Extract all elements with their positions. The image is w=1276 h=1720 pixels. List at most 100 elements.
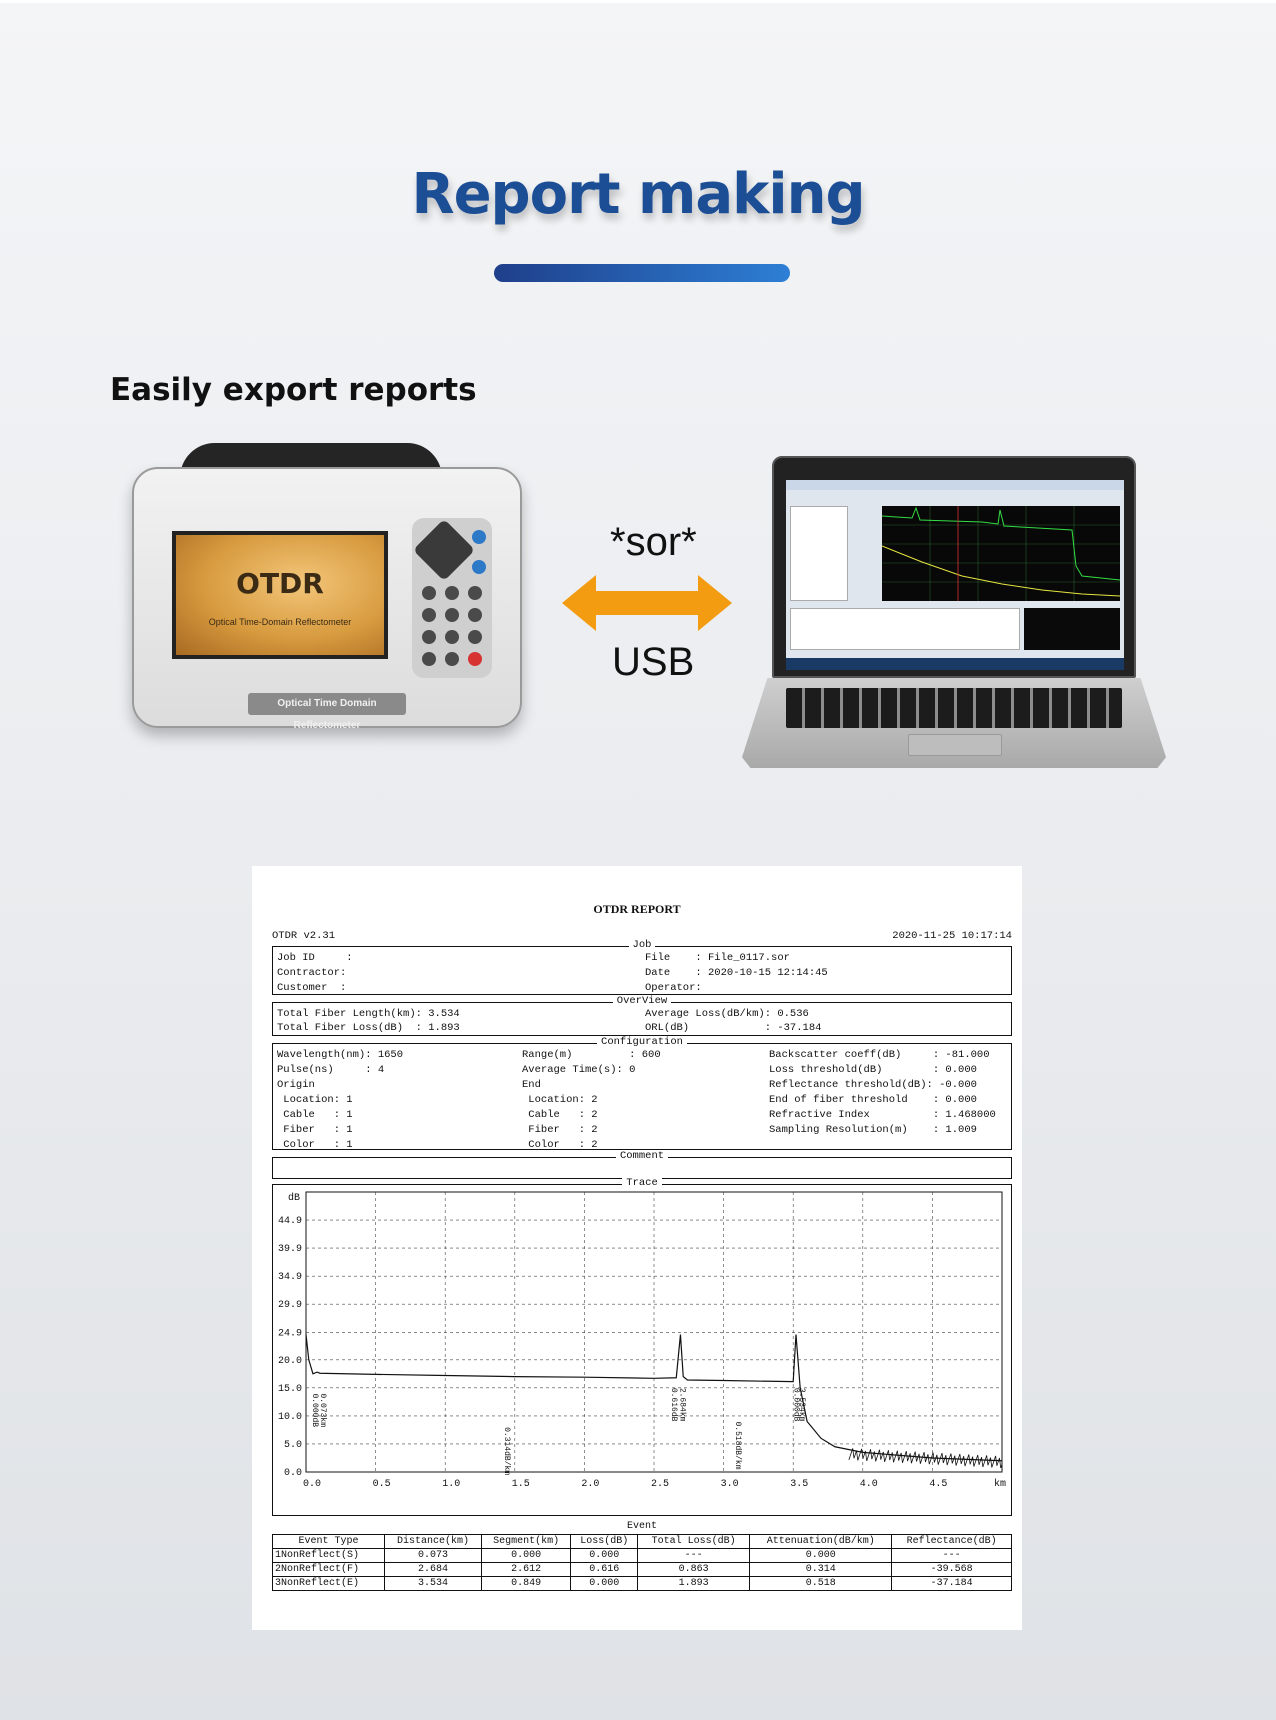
window-bar bbox=[786, 480, 1124, 490]
y-axis-unit: dB bbox=[288, 1192, 300, 1204]
config-line: Color : 2 bbox=[522, 1139, 598, 1151]
table-row: 3NonReflect(E) 3.534 0.849 0.000 1.893 0… bbox=[271, 1576, 1012, 1591]
job-section: Job Job ID : Contractor: Customer : File… bbox=[272, 939, 1012, 995]
configuration-section: Configuration Wavelength(nm): 1650 Pulse… bbox=[272, 1036, 1012, 1151]
config-line: Location: 1 bbox=[277, 1094, 353, 1106]
top-strip bbox=[0, 0, 1276, 3]
table-cell: 0.000 bbox=[570, 1548, 639, 1563]
total-fiber-length: Total Fiber Length(km): 3.534 bbox=[277, 1008, 460, 1020]
column-header: Segment(km) bbox=[480, 1534, 572, 1549]
job-id: Job ID : bbox=[277, 952, 353, 964]
key-icon bbox=[422, 630, 436, 644]
dpad-icon bbox=[412, 518, 476, 582]
table-cell: 0.518 bbox=[749, 1576, 893, 1591]
trace-section-title: Trace bbox=[622, 1177, 662, 1189]
event-table: Event Type Distance(km) Segment(km) Loss… bbox=[271, 1534, 1012, 1591]
table-row: 1NonReflect(S) 0.073 0.000 0.000 --- 0.0… bbox=[271, 1548, 1012, 1563]
device-screen: OTDR Optical Time-Domain Reflectometer bbox=[172, 531, 388, 659]
config-line: Origin bbox=[277, 1079, 315, 1091]
x-tick-label: 1.0 bbox=[442, 1479, 460, 1490]
section-subtitle: Easily export reports bbox=[110, 372, 477, 408]
x-tick-label: 2.0 bbox=[581, 1479, 599, 1490]
job-operator: Operator: bbox=[645, 982, 702, 994]
config-line: Cable : 1 bbox=[277, 1109, 353, 1121]
key-icon bbox=[445, 630, 459, 644]
file-format-label: *sor* bbox=[610, 520, 697, 564]
software-mini-plot bbox=[1024, 608, 1120, 650]
trace-annotation: 0.518dB/km bbox=[733, 1421, 742, 1469]
trace-annotation: 0.000dB bbox=[791, 1388, 800, 1422]
x-tick-label: 4.0 bbox=[860, 1479, 878, 1490]
key-icon bbox=[445, 586, 459, 600]
y-tick-label: 44.9 bbox=[278, 1216, 302, 1227]
job-customer: Customer : bbox=[277, 982, 347, 994]
key-icon bbox=[445, 652, 459, 666]
y-tick-label: 24.9 bbox=[278, 1328, 302, 1339]
config-line: Color : 1 bbox=[277, 1139, 353, 1151]
laptop-keyboard bbox=[786, 688, 1122, 728]
table-cell: 0.073 bbox=[384, 1548, 482, 1563]
page-title: Report making bbox=[411, 162, 865, 227]
interface-label: USB bbox=[612, 640, 695, 684]
x-tick-label: 2.5 bbox=[651, 1479, 669, 1490]
y-tick-label: 0.0 bbox=[284, 1468, 302, 1479]
config-line: End bbox=[522, 1079, 541, 1091]
laptop-lid bbox=[772, 456, 1136, 678]
config-line: Range(m) : 600 bbox=[522, 1049, 661, 1061]
overview-section-title: OverView bbox=[612, 995, 672, 1007]
key-icon bbox=[445, 608, 459, 622]
software-event-table bbox=[790, 608, 1020, 650]
config-line: Wavelength(nm): 1650 bbox=[277, 1049, 404, 1061]
event-section-title: Event bbox=[626, 1521, 657, 1532]
job-section-title: Job bbox=[628, 939, 656, 951]
y-tick-label: 39.9 bbox=[278, 1244, 302, 1255]
software-trace-plot bbox=[881, 506, 1121, 601]
x-tick-label: 0.5 bbox=[373, 1479, 391, 1490]
config-line: Fiber : 2 bbox=[522, 1124, 598, 1136]
table-cell: 1.893 bbox=[637, 1576, 751, 1591]
table-cell: 2.684 bbox=[384, 1562, 482, 1577]
column-header: Distance(km) bbox=[384, 1534, 482, 1549]
table-cell: 1NonReflect(S) bbox=[271, 1548, 386, 1563]
trace-section: Trace bbox=[272, 1177, 1012, 1516]
laptop-touchpad bbox=[908, 734, 1002, 756]
config-line: Sampling Resolution(m) : 1.009 bbox=[769, 1124, 977, 1136]
column-header: Loss(dB) bbox=[570, 1534, 639, 1549]
orl: ORL(dB) : -37.184 bbox=[645, 1022, 822, 1034]
configuration-section-title: Configuration bbox=[597, 1036, 687, 1048]
x-tick-label: km bbox=[994, 1478, 1006, 1490]
table-row: 2NonReflect(F) 2.684 2.612 0.616 0.863 0… bbox=[271, 1562, 1012, 1577]
trace-annotation: 3.534km bbox=[797, 1388, 806, 1422]
job-contractor: Contractor: bbox=[277, 967, 347, 979]
device-screen-title: OTDR bbox=[236, 567, 324, 600]
trace-annotation: 0.314dB/km bbox=[502, 1427, 511, 1475]
table-cell: -37.184 bbox=[891, 1576, 1012, 1591]
x-tick-label: 1.5 bbox=[512, 1479, 530, 1490]
device-screen-subtitle: Optical Time-Domain Reflectometer bbox=[208, 617, 352, 627]
config-line: Reflectance threshold(dB): -0.000 bbox=[769, 1079, 977, 1091]
otdr-device-image: OTDR Optical Time-Domain Reflectometer O… bbox=[132, 443, 522, 731]
config-line: Refractive Index : 1.468000 bbox=[769, 1109, 996, 1121]
config-line: End of fiber threshold : 0.000 bbox=[769, 1094, 977, 1106]
trace-line bbox=[305, 1334, 1003, 1462]
trace-chart: 44.939.934.929.924.920.015.010.05.00.0dB… bbox=[278, 1191, 1006, 1490]
y-tick-label: 29.9 bbox=[278, 1300, 302, 1311]
y-tick-label: 15.0 bbox=[278, 1384, 302, 1395]
comment-section-title: Comment bbox=[615, 1150, 669, 1162]
table-cell: 2.612 bbox=[480, 1562, 572, 1577]
table-cell: 0.000 bbox=[480, 1548, 572, 1563]
table-cell: 3NonReflect(E) bbox=[271, 1576, 386, 1591]
table-cell: 0.863 bbox=[637, 1562, 751, 1577]
trace-annotation: 0.616dB bbox=[669, 1388, 678, 1422]
device-keypad bbox=[412, 518, 492, 678]
config-line: Fiber : 1 bbox=[277, 1124, 353, 1136]
key-icon bbox=[468, 630, 482, 644]
config-line: Location: 2 bbox=[522, 1094, 598, 1106]
total-fiber-loss: Total Fiber Loss(dB) : 1.893 bbox=[277, 1022, 460, 1034]
report-version: OTDR v2.31 bbox=[272, 930, 336, 942]
config-line: Backscatter coeff(dB) : -81.000 bbox=[769, 1049, 990, 1061]
trace-annotation: 0.073km bbox=[318, 1393, 327, 1427]
y-tick-label: 20.0 bbox=[278, 1356, 302, 1367]
table-cell: -39.568 bbox=[891, 1562, 1012, 1577]
laptop-screen bbox=[786, 480, 1124, 670]
